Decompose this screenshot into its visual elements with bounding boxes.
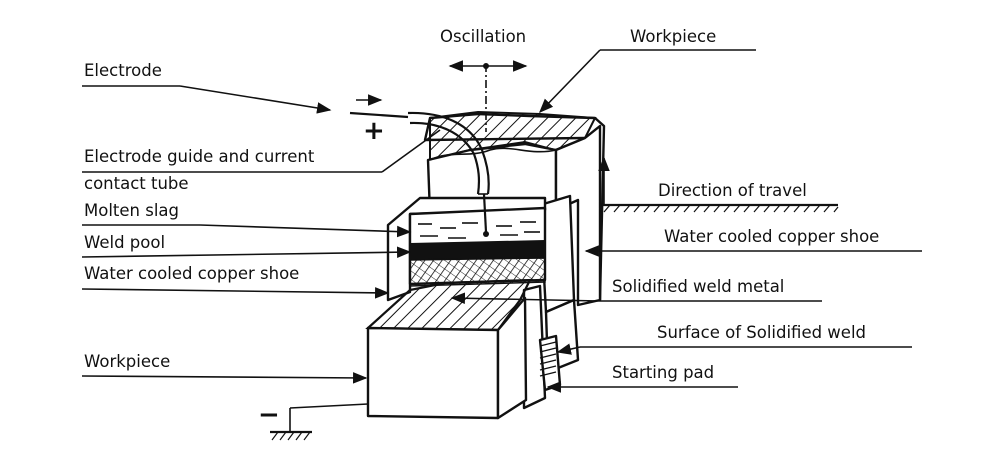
label-molten-slag: Molten slag [84, 201, 179, 220]
label-starting-pad: Starting pad [612, 363, 714, 382]
leader-workpiece-bottom [81, 372, 368, 384]
label-electrode-guide-line2: contact tube [84, 174, 189, 193]
solidified-weld-surface [539, 341, 557, 377]
label-copper-shoe-left: Water cooled copper shoe [84, 264, 299, 283]
molten-slag-region [418, 221, 540, 239]
label-surface-solidified-weld: Surface of Solidified weld [657, 323, 866, 342]
power-lead-positive [349, 111, 409, 119]
leader-surface-solidified [556, 343, 581, 355]
solidified-metal-region [409, 257, 546, 287]
leader-weld-pool [81, 246, 412, 258]
leader-guide [381, 129, 441, 173]
leader-shoe-left [81, 287, 390, 299]
leader-slag [199, 224, 412, 238]
leader-workpiece-top [538, 49, 601, 114]
negative-symbol: − [258, 400, 280, 430]
label-oscillation: Oscillation [440, 27, 526, 46]
leader-electrode [179, 85, 332, 114]
weld-cavity [408, 206, 547, 287]
direction-of-travel-indicator [598, 156, 839, 213]
leader-solidified [450, 292, 601, 305]
label-copper-shoe-right: Water cooled copper shoe [664, 227, 879, 246]
label-direction-of-travel: Direction of travel [658, 181, 807, 200]
starting-pad [522, 284, 562, 410]
lower-workpiece [365, 278, 532, 420]
positive-symbol: + [363, 116, 385, 146]
electrode-wire [482, 193, 488, 233]
label-workpiece-top: Workpiece [630, 27, 716, 46]
label-workpiece-bottom: Workpiece [84, 352, 170, 371]
label-weld-pool: Weld pool [84, 233, 165, 252]
label-electrode: Electrode [84, 61, 162, 80]
weld-pool-region [410, 240, 545, 260]
label-solidified-weld-metal: Solidified weld metal [612, 277, 784, 296]
label-electrode-guide-line1: Electrode guide and current [84, 147, 315, 166]
electrode-guide-tube [407, 63, 490, 237]
ground-connection [270, 403, 369, 441]
